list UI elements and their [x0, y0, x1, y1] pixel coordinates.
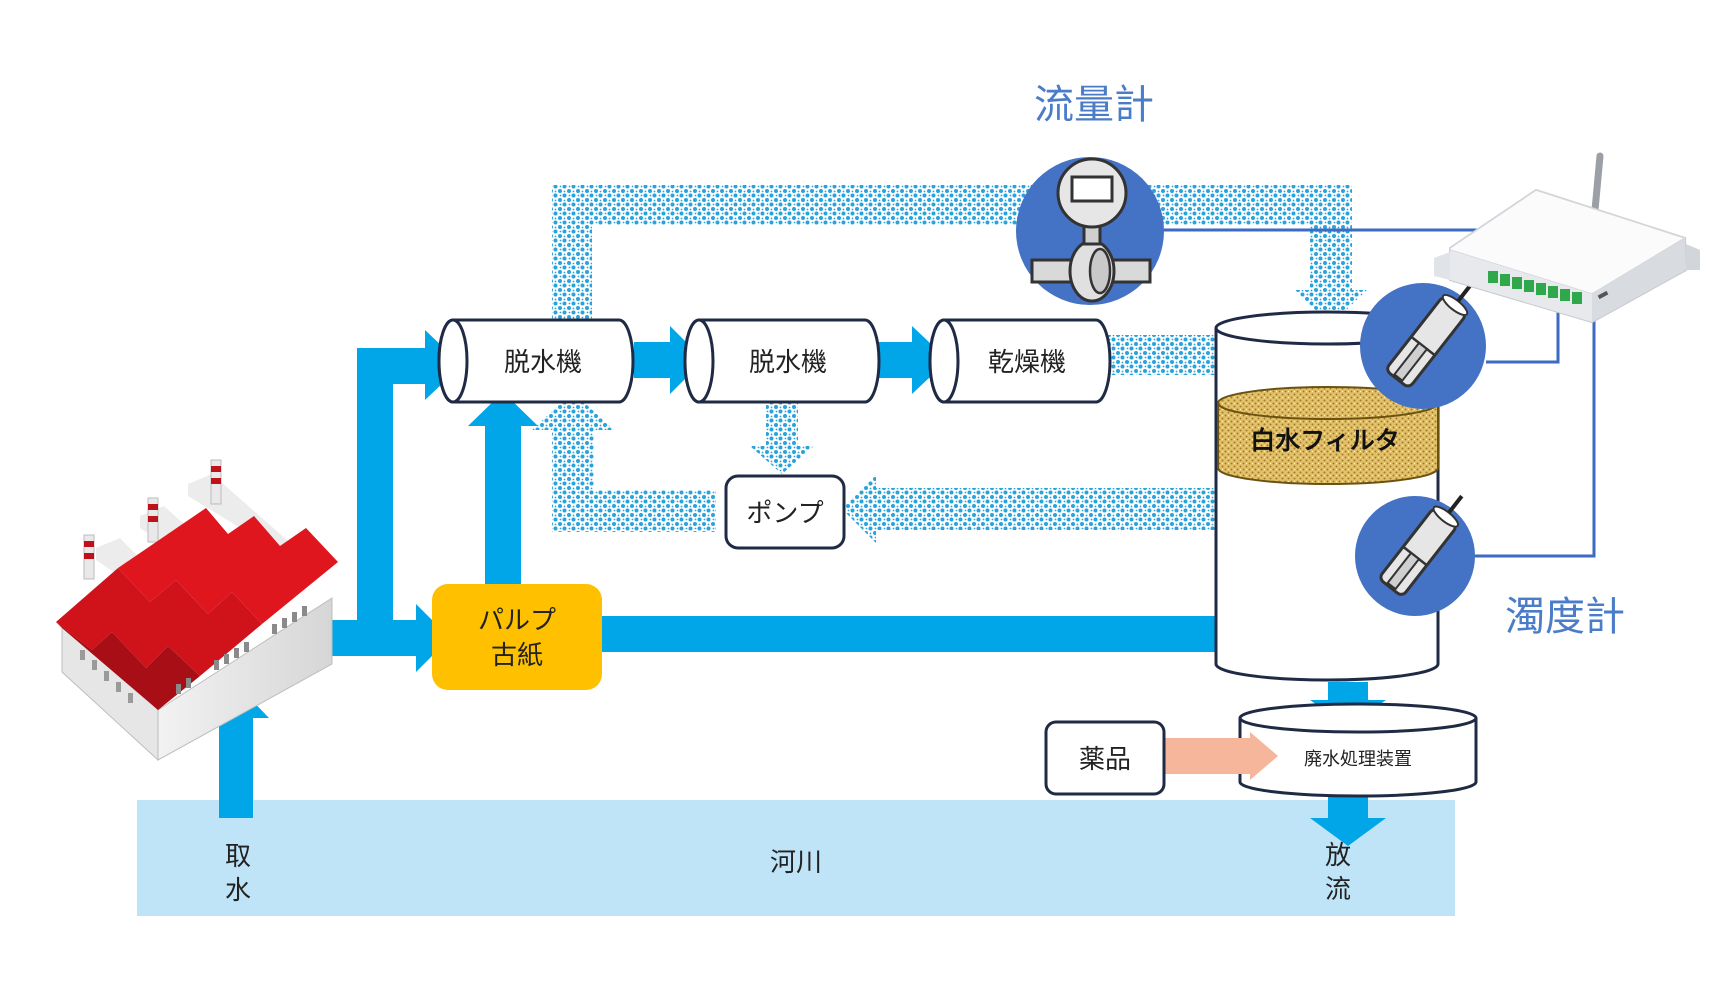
turbidity-sensor-icon: [1379, 494, 1464, 596]
pulp-label-1: パルプ: [478, 606, 556, 636]
dryer-label: 乾燥機: [988, 348, 1066, 378]
white-water-filter-label: 白水フィルタ: [1250, 426, 1400, 455]
signal-wires: [1160, 228, 1596, 558]
turbidity-sensor-bottom: [1355, 494, 1475, 616]
white-water-filter: 白水フィルタ: [1217, 386, 1439, 485]
flowmeter-label: 流量計: [1034, 82, 1154, 128]
factory-icon: [56, 459, 338, 762]
pulp-wastepaper-box: パルプ 古紙: [432, 584, 602, 690]
main-water-flow: [203, 326, 1386, 846]
dehydrator-2: 脱水機: [683, 318, 881, 404]
intake-label-2: 水: [225, 876, 251, 906]
river-band: [137, 800, 1455, 916]
dehydrator-1-label: 脱水機: [504, 348, 582, 378]
discharge-label-2: 流: [1325, 875, 1351, 905]
pulp-label-2: 古紙: [491, 641, 543, 671]
turbidity-sensor-top: [1360, 283, 1486, 409]
dehydrator-1: 脱水機: [437, 318, 635, 404]
chemicals-label: 薬品: [1079, 745, 1131, 775]
pump: ポンプ: [724, 474, 846, 550]
chemicals: 薬品: [1044, 720, 1278, 796]
turbidity-sensor-icon: [1386, 283, 1473, 388]
discharge-label-1: 放: [1325, 841, 1351, 871]
flowmeter: 流量計: [1016, 82, 1164, 305]
turbidimeter-label: 濁度計: [1505, 594, 1625, 640]
white-water-loop: [532, 185, 1367, 543]
intake-label-1: 取: [225, 842, 251, 872]
wastewater-treatment: 廃水処理装置: [1238, 702, 1478, 798]
dryer: 乾燥機: [928, 318, 1112, 404]
dehydrator-2-label: 脱水機: [749, 348, 827, 378]
pump-label: ポンプ: [746, 499, 823, 529]
wastewater-treatment-label: 廃水処理装置: [1304, 749, 1412, 770]
flowmeter-icon: [1030, 157, 1152, 303]
iot-gateway-icon: [1434, 152, 1700, 324]
river-label: 河川: [770, 848, 822, 878]
